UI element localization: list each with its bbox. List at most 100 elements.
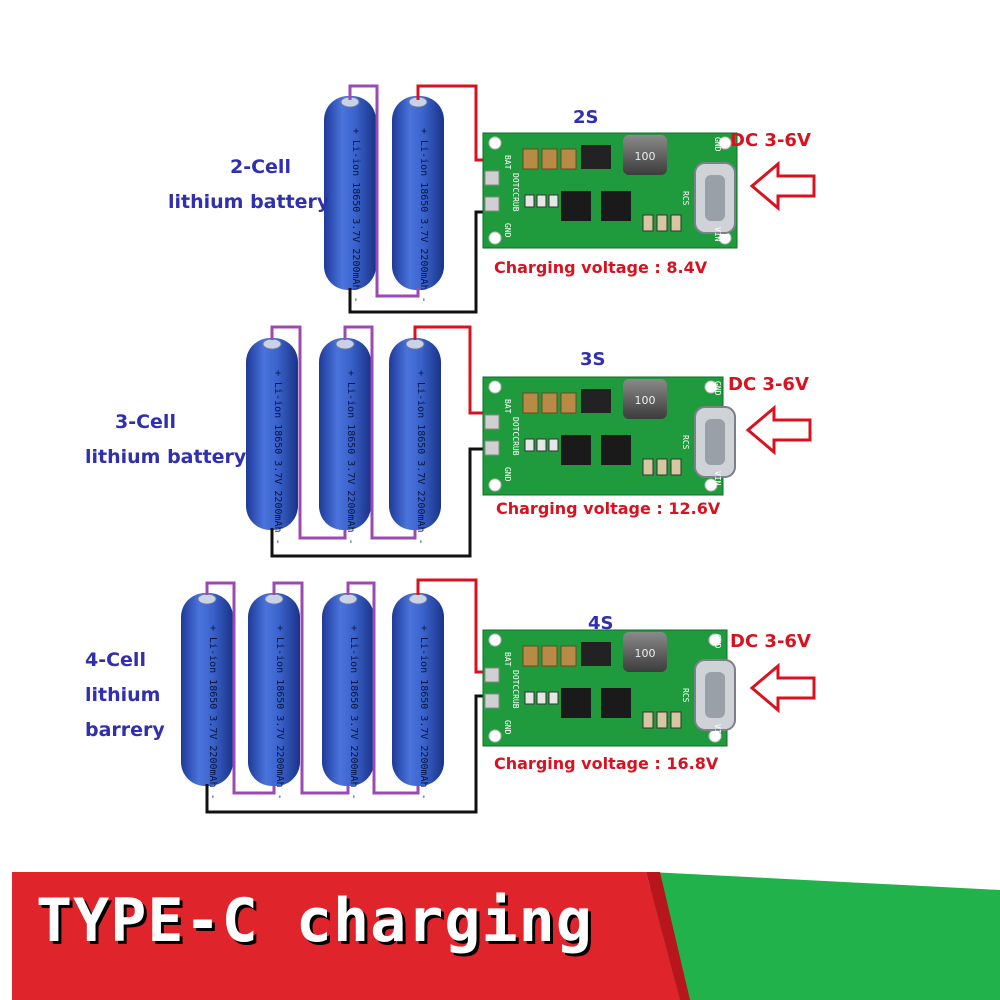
row1-series-label: 2S xyxy=(573,107,599,128)
battery-cell: + Li-ion 18650 3.7V 2200mAh - xyxy=(319,338,371,545)
negative-wire xyxy=(348,210,494,314)
solder-pad xyxy=(484,693,500,709)
resistor xyxy=(670,458,682,476)
mounting-hole xyxy=(704,380,718,394)
row1-charging-label: Charging voltage : 8.4V xyxy=(494,258,708,277)
battery-body xyxy=(389,338,441,530)
capacitor xyxy=(541,645,558,667)
series-link-wire xyxy=(343,325,417,540)
battery-print: + Li-ion 18650 3.7V 2200mAh - xyxy=(274,625,285,800)
silk-gnd: GND xyxy=(503,720,512,735)
battery-cell: + Li-ion 18650 3.7V 2200mAh - xyxy=(389,338,441,545)
resistor xyxy=(642,711,654,729)
usb-c-inner xyxy=(705,175,725,221)
positive-wire xyxy=(416,84,494,162)
ic-chip xyxy=(561,435,591,465)
silk-rcs: RCS xyxy=(681,191,690,206)
inductor-value: 100 xyxy=(635,647,656,660)
silk-gnd-2: GND xyxy=(713,381,722,396)
battery-terminal xyxy=(408,593,428,605)
ic-chip xyxy=(601,191,631,221)
battery-body xyxy=(392,96,444,290)
mounting-hole xyxy=(718,136,732,150)
battery-body xyxy=(246,338,298,530)
diode xyxy=(581,642,611,666)
battery-terminal xyxy=(262,338,282,350)
mounting-hole xyxy=(704,478,718,492)
battery-body xyxy=(319,338,371,530)
row3-cell-type-2: barrery xyxy=(85,719,165,741)
battery-body xyxy=(248,593,300,786)
capacitor xyxy=(560,392,577,414)
silk-brand: DOTCCRUB xyxy=(511,670,520,709)
battery-body xyxy=(324,96,376,290)
series-link-wire xyxy=(272,581,350,795)
silk-rcs: RCS xyxy=(681,688,690,703)
silk-gnd: GND xyxy=(503,467,512,482)
battery-print: + Li-ion 18650 3.7V 2200mAh - xyxy=(345,370,356,545)
arrow-shape xyxy=(749,160,816,212)
mounting-hole xyxy=(488,231,502,245)
mounting-hole xyxy=(708,633,722,647)
banner-title: TYPE-C charging xyxy=(36,886,593,956)
positive-wire xyxy=(416,578,494,674)
row2-charging-label: Charging voltage : 12.6V xyxy=(496,499,721,518)
silk-vin: VIN xyxy=(713,471,722,486)
battery-terminal xyxy=(197,593,217,605)
silk-brand: DOTCCRUB xyxy=(511,173,520,212)
led xyxy=(524,691,535,705)
inductor xyxy=(623,135,667,175)
usb-c-inner xyxy=(705,419,725,465)
inductor xyxy=(623,632,667,672)
resistor xyxy=(642,214,654,232)
battery-print: + Li-ion 18650 3.7V 2200mAh - xyxy=(418,625,429,800)
solder-pad xyxy=(484,440,500,456)
silk-bat: BAT xyxy=(503,399,512,414)
row1-input-label: DC 3-6V xyxy=(730,130,811,151)
battery-print: + Li-ion 18650 3.7V 2200mAh - xyxy=(415,370,426,545)
row2-cell-count: 3-Cell xyxy=(115,411,176,433)
inductor-value: 100 xyxy=(635,150,656,163)
arrow-shape xyxy=(749,662,816,714)
row3-cell-count: 4-Cell xyxy=(85,649,146,671)
row1-cell-label: 2-Cell lithium battery xyxy=(168,150,329,220)
battery-cell: + Li-ion 18650 3.7V 2200mAh - xyxy=(246,338,298,545)
battery-cell: + Li-ion 18650 3.7V 2200mAh - xyxy=(392,593,444,800)
led xyxy=(536,438,547,452)
resistor xyxy=(642,458,654,476)
diode xyxy=(581,145,611,169)
solder-pad xyxy=(484,170,500,186)
silk-vin: VIN xyxy=(713,227,722,242)
capacitor xyxy=(541,392,558,414)
capacitor xyxy=(560,148,577,170)
ic-chip xyxy=(601,435,631,465)
mounting-hole xyxy=(488,136,502,150)
solder-pad xyxy=(484,196,500,212)
series-link-wire xyxy=(346,581,420,795)
battery-print: + Li-ion 18650 3.7V 2200mAh - xyxy=(207,625,218,800)
row3-series-label: 4S xyxy=(588,613,614,634)
resistor xyxy=(670,711,682,729)
battery-print: + Li-ion 18650 3.7V 2200mAh - xyxy=(350,128,361,303)
led xyxy=(524,194,535,208)
input-arrow-icon xyxy=(745,404,812,456)
inductor-value: 100 xyxy=(635,394,656,407)
led xyxy=(536,194,547,208)
row1-cell-type: lithium battery xyxy=(168,191,330,213)
row3-input-label: DC 3-6V xyxy=(730,631,811,652)
silk-gnd-2: GND xyxy=(713,634,722,649)
capacitor xyxy=(522,392,539,414)
diode xyxy=(581,389,611,413)
silk-bat: BAT xyxy=(503,155,512,170)
mounting-hole xyxy=(488,478,502,492)
row3-cell-label: 4-Cell lithium barrery xyxy=(85,643,165,748)
battery-terminal xyxy=(335,338,355,350)
row3-charging-label: Charging voltage : 16.8V xyxy=(494,754,719,773)
solder-pad xyxy=(484,414,500,430)
ic-chip xyxy=(601,688,631,718)
series-link-wire xyxy=(270,325,347,540)
solder-pad xyxy=(484,667,500,683)
